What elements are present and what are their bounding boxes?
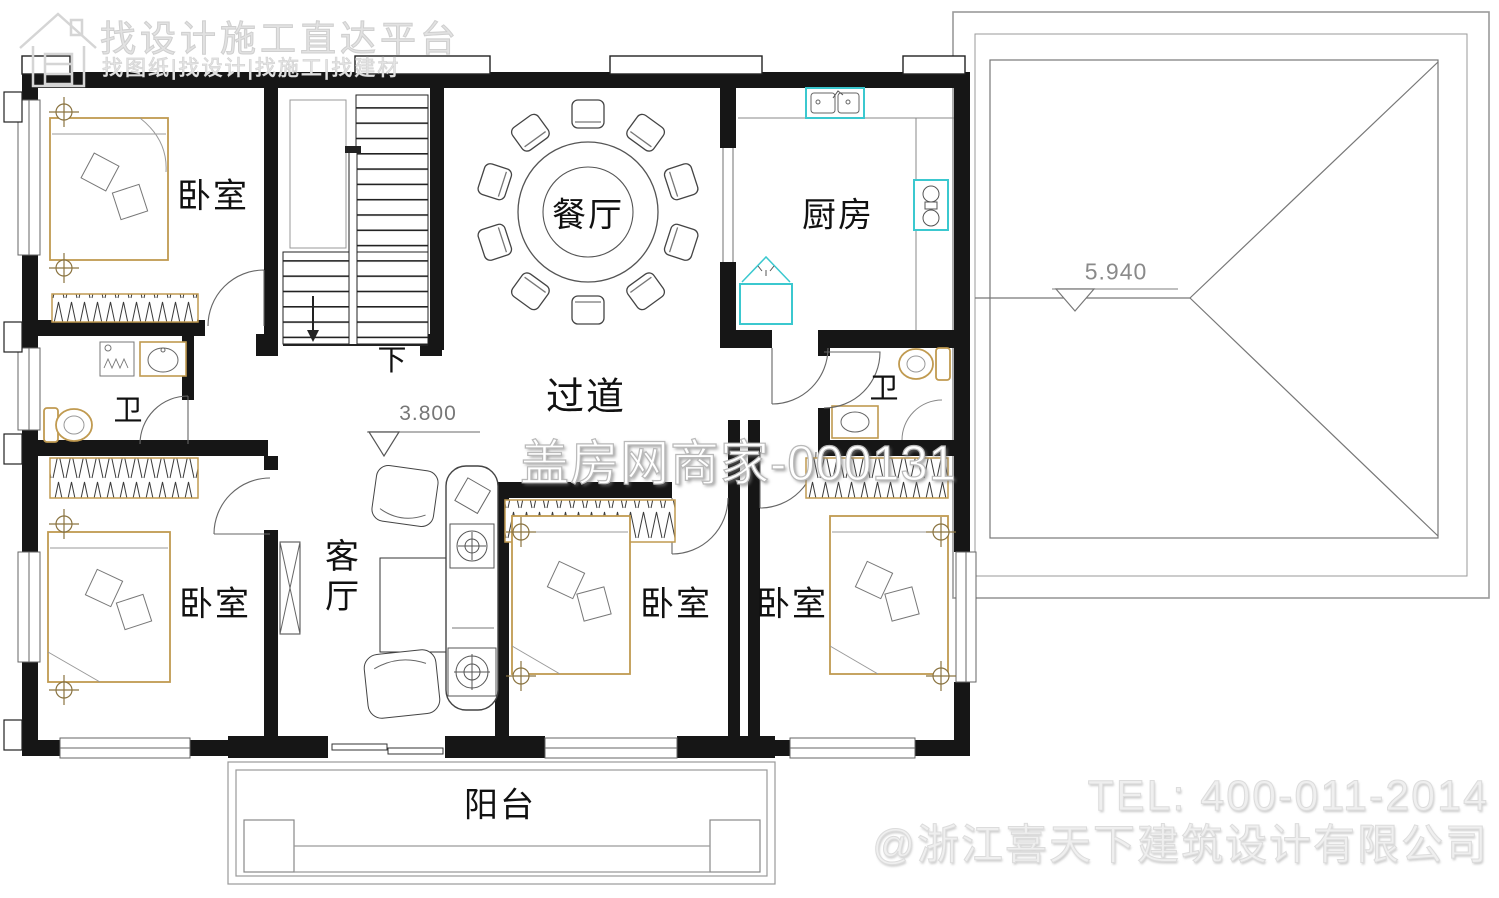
room-label-dining: 餐厅 <box>552 196 624 235</box>
bed-bottom-left <box>47 531 171 683</box>
bathroom-right-fixtures <box>831 347 951 441</box>
contact-watermark: TEL: 400-011-2014 @浙江喜天下建筑设计有限公司 <box>872 772 1489 870</box>
bath-right-toilet <box>898 347 951 381</box>
bedside-symbols <box>49 97 956 705</box>
bed-top-left <box>49 117 169 261</box>
floor-elevation-marker <box>367 431 480 458</box>
house-logo-icon <box>19 12 97 88</box>
dining-chairs <box>477 99 699 325</box>
door-bedroom-bottom-middle <box>671 497 729 555</box>
logo-subtitle: 找图纸|找设计|找施工|找建材 <box>102 57 401 81</box>
kitchen-fridge <box>739 255 793 325</box>
door-bedroom-bottom-left <box>213 477 271 535</box>
stair-handrail <box>348 149 358 346</box>
contact-tel: TEL: 400-011-2014 <box>1087 772 1489 821</box>
room-label-balcony: 阳台 <box>464 786 536 825</box>
center-watermark: 盖房网商家-000131 <box>519 436 957 491</box>
room-label-kitchen: 厨房 <box>802 196 874 235</box>
logo-title: 找设计施工直达平台 <box>99 18 461 60</box>
door-bath-right <box>823 351 881 409</box>
roof-elevation-marker <box>1052 288 1178 312</box>
bathroom-left-fixtures <box>43 341 187 443</box>
room-label-bedroom-bottom-middle: 卧室 <box>640 585 712 624</box>
side-table-top <box>449 523 495 569</box>
room-label-bedroom-bottom-left: 卧室 <box>179 585 251 624</box>
room-label-bedroom-top-left: 卧室 <box>177 177 249 216</box>
balcony-railing <box>227 761 776 885</box>
bath-left-toilet <box>43 407 93 443</box>
kitchen-sink <box>805 87 865 119</box>
kitchen-stove <box>913 179 949 231</box>
kitchen-fixtures <box>738 87 954 330</box>
tv-cabinet <box>279 541 301 635</box>
bath-left-sink <box>139 341 187 377</box>
armchair-top <box>371 465 439 527</box>
stairs-down-label: 下 <box>377 345 407 377</box>
bed-bottom-right <box>829 515 949 675</box>
stair-direction-arrow <box>307 296 319 342</box>
contact-company: @浙江喜天下建筑设计有限公司 <box>872 821 1489 869</box>
windows <box>3 55 977 759</box>
door-bedroom-top-left <box>207 269 265 327</box>
bed-bottom-middle <box>511 515 631 675</box>
floor-elevation-value: 3.800 <box>399 402 457 425</box>
roof-plan <box>952 11 1490 599</box>
armchair-bottom <box>363 649 441 719</box>
beds <box>47 117 949 683</box>
living-room-furniture <box>279 465 499 719</box>
left-pilasters <box>3 91 23 751</box>
coffee-table <box>379 557 451 653</box>
room-label-bedroom-bottom-right: 卧室 <box>756 585 828 624</box>
room-label-living: 客厅 <box>319 538 358 618</box>
room-label-corridor: 过道 <box>545 376 627 419</box>
room-label-bath-left: 卫 <box>113 395 143 427</box>
balcony-sliding-door <box>331 743 444 755</box>
door-swings <box>139 269 881 555</box>
roof-elevation-value: 5.940 <box>1084 258 1148 285</box>
side-table-bottom <box>447 647 497 697</box>
washing-machine <box>99 341 135 377</box>
room-label-bath-right: 卫 <box>869 373 899 405</box>
dining-table <box>477 99 699 325</box>
staircase <box>282 94 429 346</box>
closets <box>49 293 949 543</box>
door-kitchen <box>771 347 829 405</box>
bath-right-sink <box>831 405 879 439</box>
door-bath-left <box>139 395 189 445</box>
kitchen-pass-through <box>722 148 734 262</box>
